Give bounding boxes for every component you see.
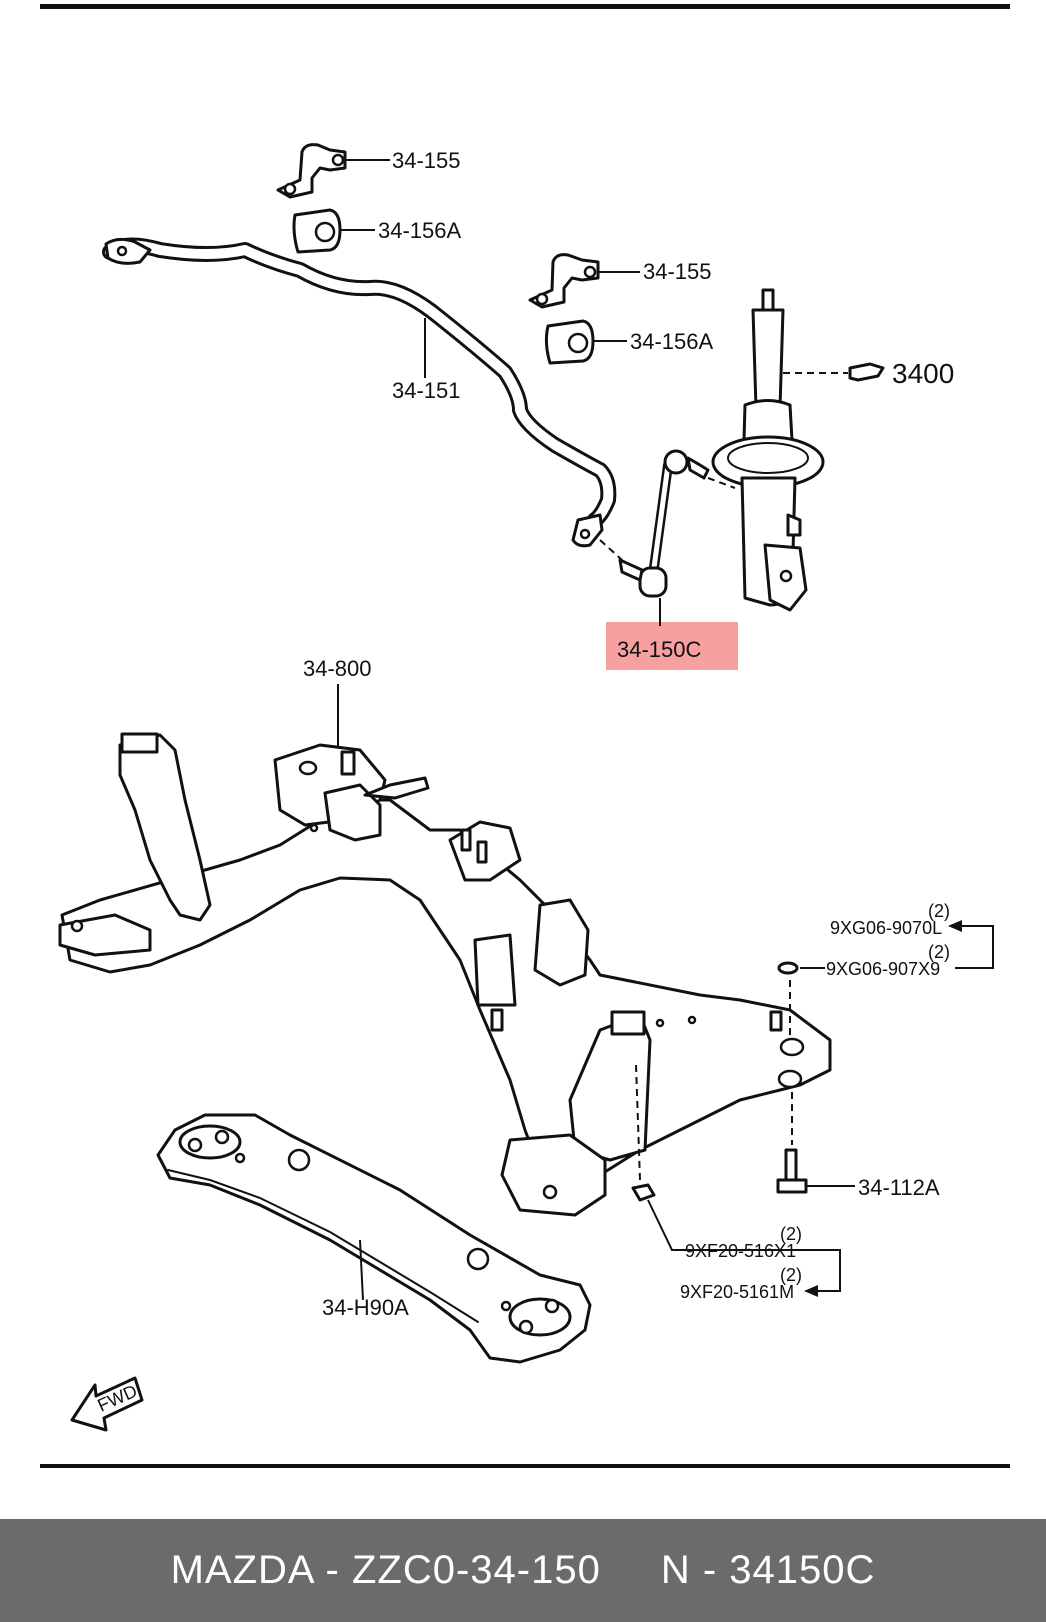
label-bracket-upper-left: 34-155 [392, 148, 461, 173]
lower-member [156, 1113, 592, 1364]
label-nut-b-qty: (2) [780, 1224, 802, 1244]
crossmember [58, 732, 832, 1217]
nut-9xf20 [631, 1183, 656, 1202]
label-bushing-upper-right: 34-156A [630, 329, 714, 354]
label-strut-ref: 3400 [892, 358, 954, 389]
label-crossmember: 34-800 [303, 656, 372, 681]
stabilizer-link [618, 449, 710, 598]
bushing-34-156a-right [544, 319, 595, 365]
part-number-footer: MAZDA - ZZC0-34-150 N - 34150C [0, 1519, 1046, 1622]
label-bolt-a: 9XG06-9070L [830, 918, 942, 938]
label-stabilizer-bar: 34-151 [392, 378, 461, 403]
stabilizer-bar [102, 237, 617, 548]
label-bolt-a-qty: (2) [928, 901, 950, 921]
brand-part-number: MAZDA - ZZC0-34-150 [170, 1548, 601, 1592]
bottom-border [40, 1464, 1010, 1468]
bracket-34-155-right [528, 253, 600, 309]
label-link-highlighted: 34-150C [617, 637, 702, 662]
label-nut-b: 9XF20-516X1 [685, 1241, 796, 1261]
label-bushing-upper-left: 34-156A [378, 218, 462, 243]
label-washer-a: 9XG06-907X9 [826, 959, 940, 979]
fwd-arrow-icon: FWD [70, 1376, 144, 1432]
parts-diagram: FWD 34-155 34-156A 34-155 34-156A 34-151… [40, 4, 1010, 1468]
alt-part-number: N - 34150C [660, 1548, 876, 1592]
top-border [40, 4, 1010, 9]
washer-9xg06-907x9 [777, 961, 799, 975]
label-lower-member: 34-H90A [322, 1295, 409, 1320]
strut-assembly [711, 288, 825, 612]
label-washer-a-qty: (2) [928, 942, 950, 962]
bolt-34-112a [776, 1148, 808, 1194]
label-nut-c-qty: (2) [780, 1265, 802, 1285]
label-nut-c: 9XF20-5161M [680, 1282, 794, 1302]
label-bolt-main: 34-112A [858, 1175, 940, 1200]
bracket-34-155-left [276, 143, 347, 199]
label-bracket-upper-right: 34-155 [643, 259, 712, 284]
highlight-box [606, 622, 738, 670]
bushing-34-156a-left [292, 208, 342, 254]
